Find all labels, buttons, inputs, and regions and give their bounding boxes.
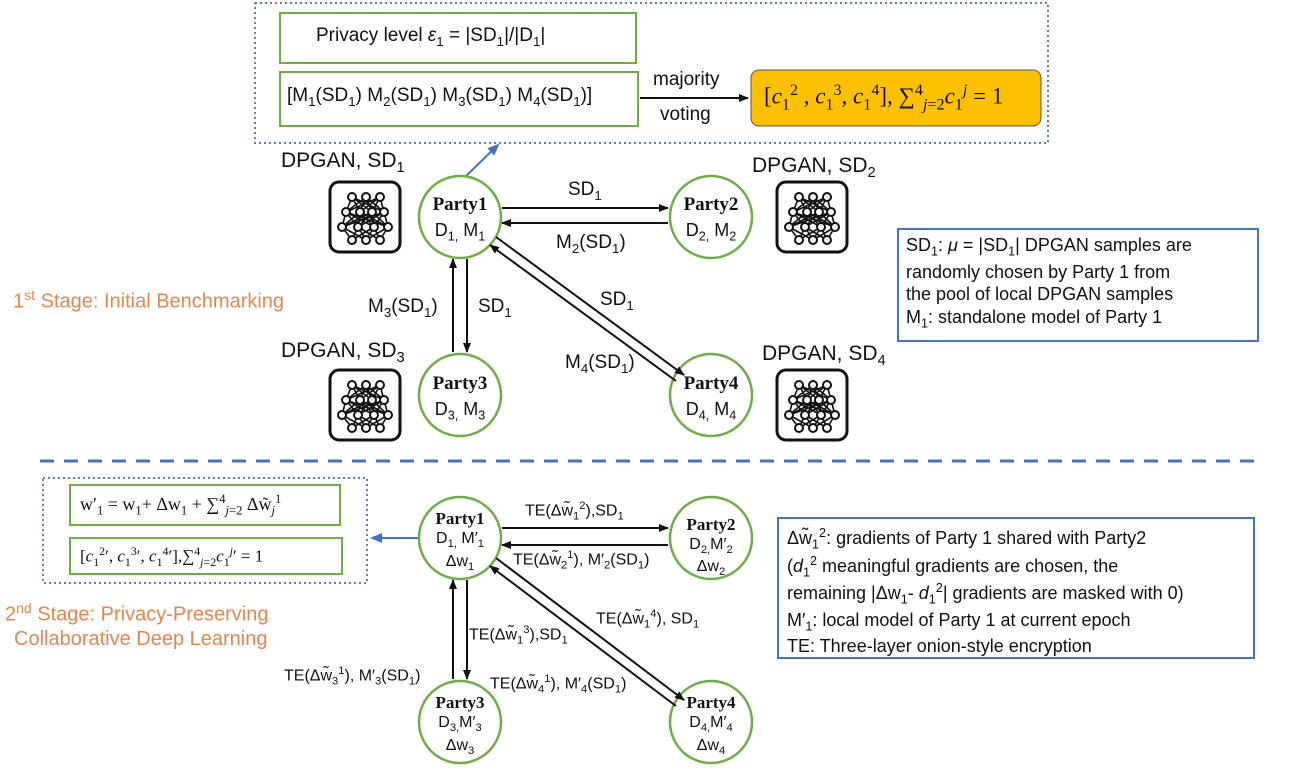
stage2-left-panel [42, 477, 368, 584]
party2-name-stage2: Party2 [686, 515, 736, 534]
privacy-level-text: Privacy level ε1 = |SD1|/|D1| [316, 25, 546, 49]
legend-line: remaining |Δw1- d12| gradients are maske… [787, 581, 1184, 607]
edge2-label-to-p3: TE(Δw̃13),SD1 [469, 624, 568, 647]
party1-sub: D1, M1 [434, 220, 486, 244]
edge-label-m4: M4(SD1) [565, 352, 635, 376]
party3-node [417, 352, 503, 438]
party3-sub: D3, M3 [434, 399, 486, 423]
party4-name-stage2: Party4 [686, 693, 736, 712]
neural-network-icon [328, 368, 402, 442]
neural-network-icon [775, 180, 849, 254]
result-formula: [c12 , c13, c14], ∑4j=2c1j = 1 [764, 82, 1004, 114]
stage1-title: 1st Stage: Initial Benchmarking [13, 287, 285, 313]
edge-label-sd1-p3: SD1 [478, 296, 512, 320]
party2-sub: D2, M2 [685, 220, 737, 244]
neural-network-icon [328, 180, 402, 254]
result-box [750, 69, 1042, 127]
privacy-level-box [279, 12, 637, 64]
legend-line: M1: standalone model of Party 1 [906, 307, 1163, 331]
party3-node-stage2 [417, 679, 503, 765]
dpgan-label-1: DPGAN, SD1 [281, 149, 405, 177]
legend-line: M′1: local model of Party 1 at current e… [787, 609, 1131, 634]
stage2-legend: Δw̃12: gradients of Party 1 shared with … [787, 526, 1184, 658]
voting-label: voting [660, 104, 711, 125]
legend-line: Δw̃12: gradients of Party 1 shared with … [787, 526, 1147, 552]
stage1-legend: SD1: μ = |SD1| DPGAN samples are randoml… [906, 234, 1192, 333]
party3-name-stage2: Party3 [435, 693, 485, 712]
update-formula: w′1 = w1+ Δw1 + ∑4j=2 Δw̃j1 [80, 492, 282, 518]
dpgan-label-4: DPGAN, SD4 [762, 342, 886, 370]
party4-node-stage2 [668, 679, 754, 765]
party1-name: Party1 [432, 194, 488, 215]
edge-label-m3: M3(SD1) [368, 296, 438, 320]
edge2-label-to-p2: TE(Δw̃12),SD1 [525, 500, 624, 523]
stage2-title-line1: 2nd Stage: Privacy-Preserving [5, 600, 269, 626]
neural-network-icon [775, 368, 849, 442]
legend-line: the pool of local DPGAN samples [906, 284, 1174, 305]
party3-dw-stage2: Δw3 [445, 737, 475, 758]
edge-label-sd1-p4: SD1 [600, 289, 634, 313]
party3-sub-stage2: D3,M′3 [438, 714, 482, 735]
dpgan-label-3: DPGAN, SD3 [281, 339, 405, 367]
stage2-result-formula: [c12′, c13′, c14′],∑4j=2c1j′ = 1 [80, 544, 264, 570]
party1-dw-stage2: Δw1 [445, 553, 475, 574]
edge2-to-party4 [495, 557, 685, 701]
party4-dw-stage2: Δw4 [696, 737, 726, 758]
edge-label-sd1-p2: SD1 [568, 179, 602, 203]
party2-sub-stage2: D2,M′2 [689, 536, 733, 557]
party1-node-stage2 [417, 495, 503, 581]
party1-to-panel-arrow [464, 143, 500, 178]
edge-label-m2: M2(SD1) [556, 232, 626, 256]
party2-node [668, 174, 754, 260]
edge2-label-from-p4: TE(Δw̃41), M′4(SD1) [490, 673, 627, 696]
party1-sub-stage2: D1, M′1 [436, 530, 484, 551]
party2-dw-stage2: Δw2 [696, 558, 726, 579]
stage2-title-line2: Collaborative Deep Learning [14, 628, 268, 650]
party2-node-stage2 [668, 495, 754, 581]
edge-m4-to-party1 [489, 244, 677, 382]
party2-name: Party2 [683, 194, 739, 215]
edge2-from-party4 [489, 565, 677, 707]
party4-node [668, 352, 754, 438]
party4-name: Party4 [683, 373, 739, 394]
stage1-top-panel [254, 2, 1049, 144]
stage2-legend-box [777, 517, 1255, 659]
stage2-result-box [69, 537, 343, 575]
stage1-legend-box [897, 228, 1259, 342]
legend-line: SD1: μ = |SD1| DPGAN samples are [906, 235, 1192, 259]
edge2-label-from-p3: TE(Δw̃31), M′3(SD1) [284, 665, 421, 688]
party4-sub-stage2: D4,M′4 [689, 714, 733, 735]
party1-name-stage2: Party1 [435, 509, 485, 528]
majority-label: majority [653, 69, 720, 90]
party4-sub: D4, M4 [685, 399, 737, 423]
dpgan-label-2: DPGAN, SD2 [752, 154, 876, 182]
edge2-label-to-p4: TE(Δw̃14), SD1 [596, 608, 700, 631]
party1-node [417, 174, 503, 260]
update-box [69, 484, 341, 526]
legend-line: (d12 meaningful gradients are chosen, th… [787, 553, 1119, 580]
edge2-label-from-p2: TE(Δw̃21), M′2(SD1) [513, 549, 650, 572]
edge-sd1-to-party4 [495, 236, 685, 376]
legend-line: TE: Three-layer onion-style encryption [787, 636, 1092, 657]
legend-line: randomly chosen by Party 1 from [906, 261, 1171, 282]
party3-name: Party3 [432, 373, 488, 394]
models-box [279, 71, 639, 127]
models-text: [M1(SD1) M2(SD1) M3(SD1) M4(SD1)] [287, 85, 593, 109]
